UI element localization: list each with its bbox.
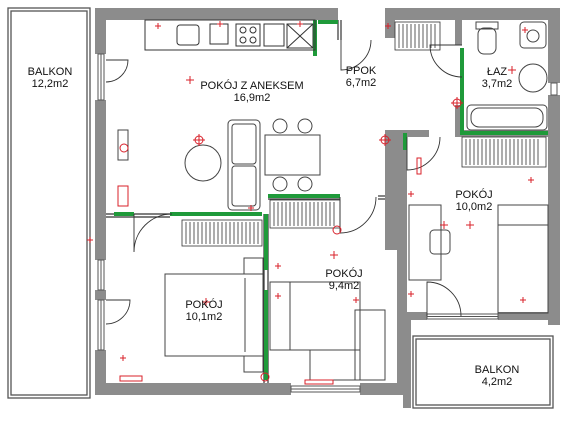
room-label-bedroom-southwest: POKÓJ 10,1m2 — [176, 299, 232, 323]
bed-southwest — [164, 273, 264, 357]
coffee-table — [184, 144, 222, 182]
room-name: ŁAZ — [486, 66, 508, 78]
room-name: POKÓJ Z ANEKSEM — [200, 80, 304, 92]
balconies — [7, 7, 554, 409]
room-label-living-kitchen: POKÓJ Z ANEKSEM 16,9m2 — [192, 80, 312, 104]
windows — [97, 53, 558, 393]
room-label-balkon-east: BALKON 4,2m2 — [467, 364, 527, 388]
room-area: 3,7m2 — [481, 78, 513, 90]
kitchen-counter — [144, 19, 316, 51]
living-furniture — [117, 118, 321, 211]
room-label-bathroom: ŁAZ 3,7m2 — [474, 66, 520, 90]
room-name: POKÓJ — [455, 189, 493, 201]
room-area: 16,9m2 — [233, 92, 271, 104]
tv-unit — [117, 129, 129, 161]
wardrobes — [181, 21, 547, 247]
room-name: PPOK — [345, 65, 377, 77]
bathroom-fixtures — [466, 21, 548, 131]
room-area: 12,2m2 — [31, 78, 69, 90]
room-label-bedroom-center: POKÓJ 9,4m2 — [316, 268, 372, 292]
room-name: BALKON — [474, 364, 520, 376]
bathtub-icon — [466, 104, 548, 131]
bed-center — [269, 281, 361, 351]
room-area: 10,1m2 — [185, 311, 223, 323]
room-name: POKÓJ — [325, 268, 363, 280]
room-area: 10,0m2 — [455, 201, 493, 213]
bedroom-furniture — [164, 204, 549, 381]
sofa — [227, 119, 261, 211]
room-name: POKÓJ — [185, 299, 223, 311]
stove-icon — [235, 23, 261, 47]
room-area: 9,4m2 — [328, 280, 360, 292]
room-area: 4,2m2 — [481, 376, 513, 388]
room-label-hall: PPOK 6,7m2 — [335, 65, 387, 89]
room-name: BALKON — [27, 66, 73, 78]
bed-east — [497, 204, 549, 314]
washbasin-icon — [519, 21, 547, 49]
balcony-east-outline — [412, 335, 554, 409]
desk-east — [408, 204, 442, 281]
desk-center — [354, 309, 386, 381]
toilet-icon — [477, 27, 497, 55]
room-label-balkon-west: BALKON 12,2m2 — [17, 66, 83, 90]
room-area: 6,7m2 — [345, 77, 377, 89]
doors — [105, 39, 463, 325]
sink-icon — [176, 24, 200, 46]
room-label-bedroom-east: POKÓJ 10,0m2 — [446, 189, 502, 213]
dining-table — [264, 134, 321, 176]
electrical-symbols — [87, 21, 534, 385]
balcony-west-outline — [7, 7, 91, 399]
